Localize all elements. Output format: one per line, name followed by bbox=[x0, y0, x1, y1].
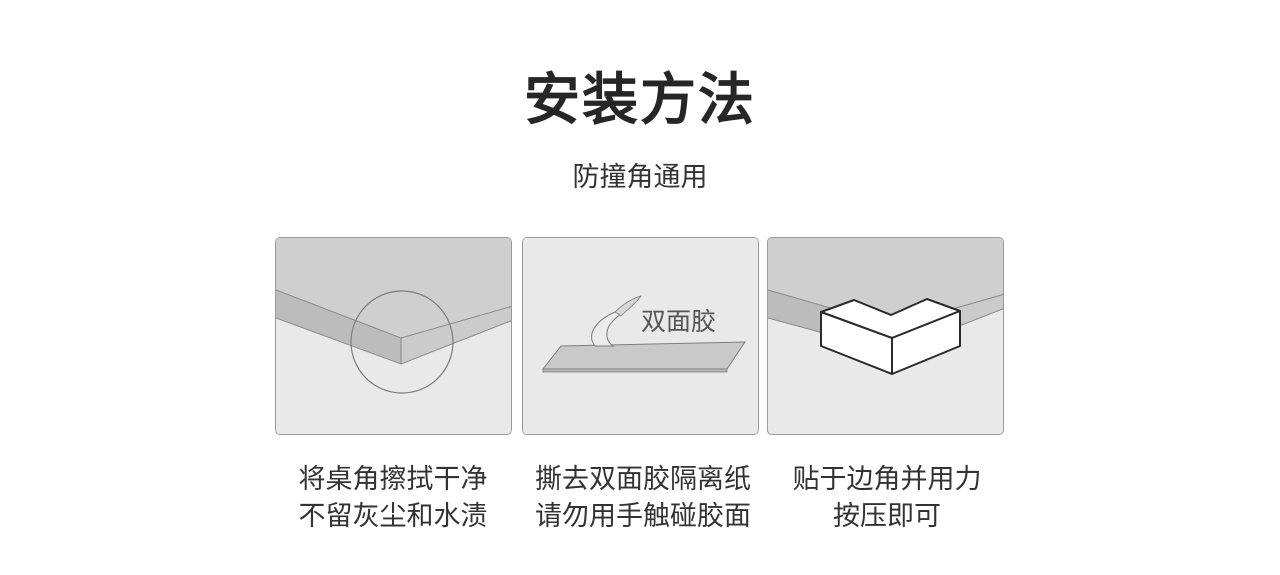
corner-guard bbox=[820, 298, 961, 375]
step-2-caption: 撕去双面胶隔离纸 请勿用手触碰胶面 bbox=[498, 461, 788, 535]
step-3-caption-line-1: 贴于边角并用力 bbox=[792, 464, 982, 495]
step-1-caption-line-1: 将桌角擦拭干净 bbox=[298, 464, 488, 495]
step-2-caption-line-2: 请勿用手触碰胶面 bbox=[535, 501, 751, 532]
step-1-caption-line-2: 不留灰尘和水渍 bbox=[298, 501, 488, 532]
step-1-illustration bbox=[275, 237, 512, 435]
step-3-illustration bbox=[767, 237, 1004, 435]
magnify-circle bbox=[350, 290, 454, 394]
step-2-caption-line-1: 撕去双面胶隔离纸 bbox=[535, 464, 751, 495]
page-title: 安装方法 bbox=[524, 68, 756, 133]
step-2-illustration: 双面胶 bbox=[522, 237, 759, 435]
step-3-caption: 贴于边角并用力 按压即可 bbox=[742, 461, 1032, 535]
tape-label: 双面胶 bbox=[641, 307, 716, 336]
step-3-caption-line-2: 按压即可 bbox=[833, 501, 941, 532]
step-1-caption: 将桌角擦拭干净 不留灰尘和水渍 bbox=[248, 461, 538, 535]
page-subtitle: 防撞角通用 bbox=[572, 162, 708, 193]
